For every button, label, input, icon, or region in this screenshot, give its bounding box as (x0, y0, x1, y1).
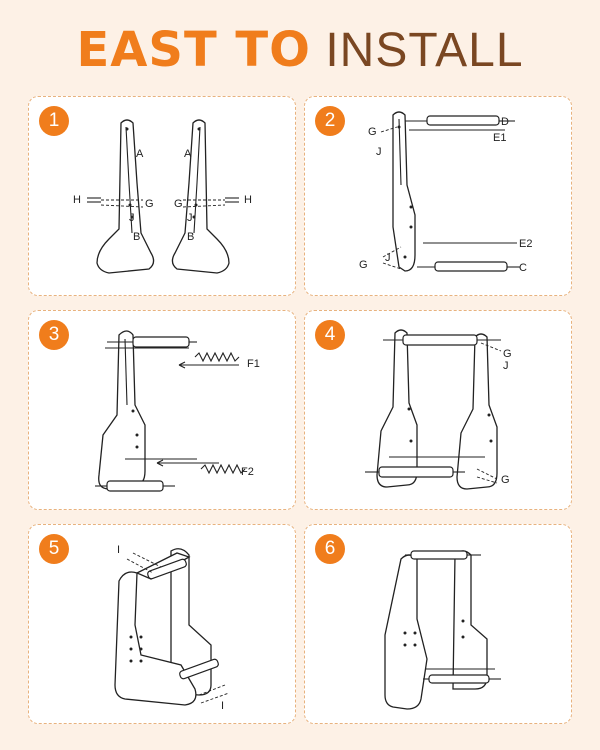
step-6-illustration (384, 550, 501, 710)
step-6-panel: 6 (304, 524, 572, 724)
title-highlight: EAST TO (76, 22, 311, 78)
label-h-right: H (244, 194, 252, 206)
page-title: EAST TO INSTALL (0, 22, 600, 79)
step-5-panel: 5 I I (28, 524, 296, 724)
label-g-bottom: G (501, 474, 510, 486)
label-f2: F2 (241, 466, 254, 478)
step-number-badge: 5 (39, 534, 69, 564)
label-j-top: J (376, 146, 382, 158)
step-5-illustration: I I (114, 544, 230, 712)
step-4-panel: 4 G J G (304, 310, 572, 510)
step-3-panel: 3 F1 F2 (28, 310, 296, 510)
label-j-top: J (503, 360, 509, 372)
label-e1: E1 (493, 132, 506, 144)
label-j-left: J (129, 212, 135, 224)
label-e2: E2 (519, 238, 532, 250)
step-1-panel: 1 A A H H G G J J B B (28, 96, 296, 296)
step-number-badge: 4 (315, 320, 345, 350)
label-g-bottom: G (359, 259, 368, 271)
step-2-illustration: G D E1 J E2 G J C (359, 111, 532, 274)
step-number-badge: 2 (315, 106, 345, 136)
label-j-right: J (187, 212, 193, 224)
step-2-panel: 2 G D E1 J E2 G J C (304, 96, 572, 296)
title-rest: INSTALL (325, 24, 524, 77)
label-d: D (501, 116, 509, 128)
step-4-illustration: G J G (365, 329, 512, 490)
label-a-right: A (184, 148, 192, 160)
step-number-badge: 6 (315, 534, 345, 564)
label-f1: F1 (247, 358, 260, 370)
label-i-top: I (117, 544, 120, 556)
label-h-left: H (73, 194, 81, 206)
label-j-bottom: J (385, 252, 391, 264)
label-c: C (519, 262, 527, 274)
label-b-left: B (133, 231, 140, 243)
label-g-right: G (174, 198, 183, 210)
label-g-left: G (145, 198, 154, 210)
step-3-illustration: F1 F2 (95, 330, 260, 492)
step-1-illustration: A A H H G G J J B B (73, 119, 252, 274)
label-g-top: G (503, 348, 512, 360)
label-i-bottom: I (221, 700, 224, 712)
label-a-left: A (136, 148, 144, 160)
label-b-right: B (187, 231, 194, 243)
step-number-badge: 3 (39, 320, 69, 350)
step-number-badge: 1 (39, 106, 69, 136)
label-g-top: G (368, 126, 377, 138)
